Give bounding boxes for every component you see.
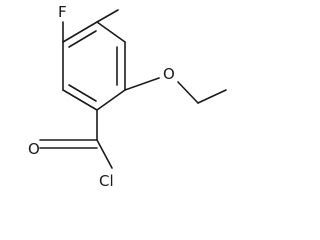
ring-bond-c4-c5 [96,89,126,111]
ring-bond-c1-c2-inner [68,30,97,48]
ring-bond-c5-c6 [62,89,98,111]
bond-carbonyl-chlorine [96,139,113,169]
carbonyl-oxygen-label: O [28,140,40,158]
bond-ch2-ch3 [197,89,227,104]
chlorine-label: Cl [99,172,114,190]
ring-bond-c1-c2 [62,21,98,43]
structure-diagram: F O O Cl [28,3,227,190]
bond-c3-oxygen [124,77,160,91]
ring-bond-c5-c6-inner [68,84,97,102]
benzene-ring [62,21,126,111]
bond-c2-methyl [96,9,119,23]
ether-oxygen-label: O [163,65,175,83]
bond-oxygen-ch2 [177,81,199,104]
ring-bond-c2-c3 [96,21,126,43]
fluorine-label: F [58,3,67,21]
